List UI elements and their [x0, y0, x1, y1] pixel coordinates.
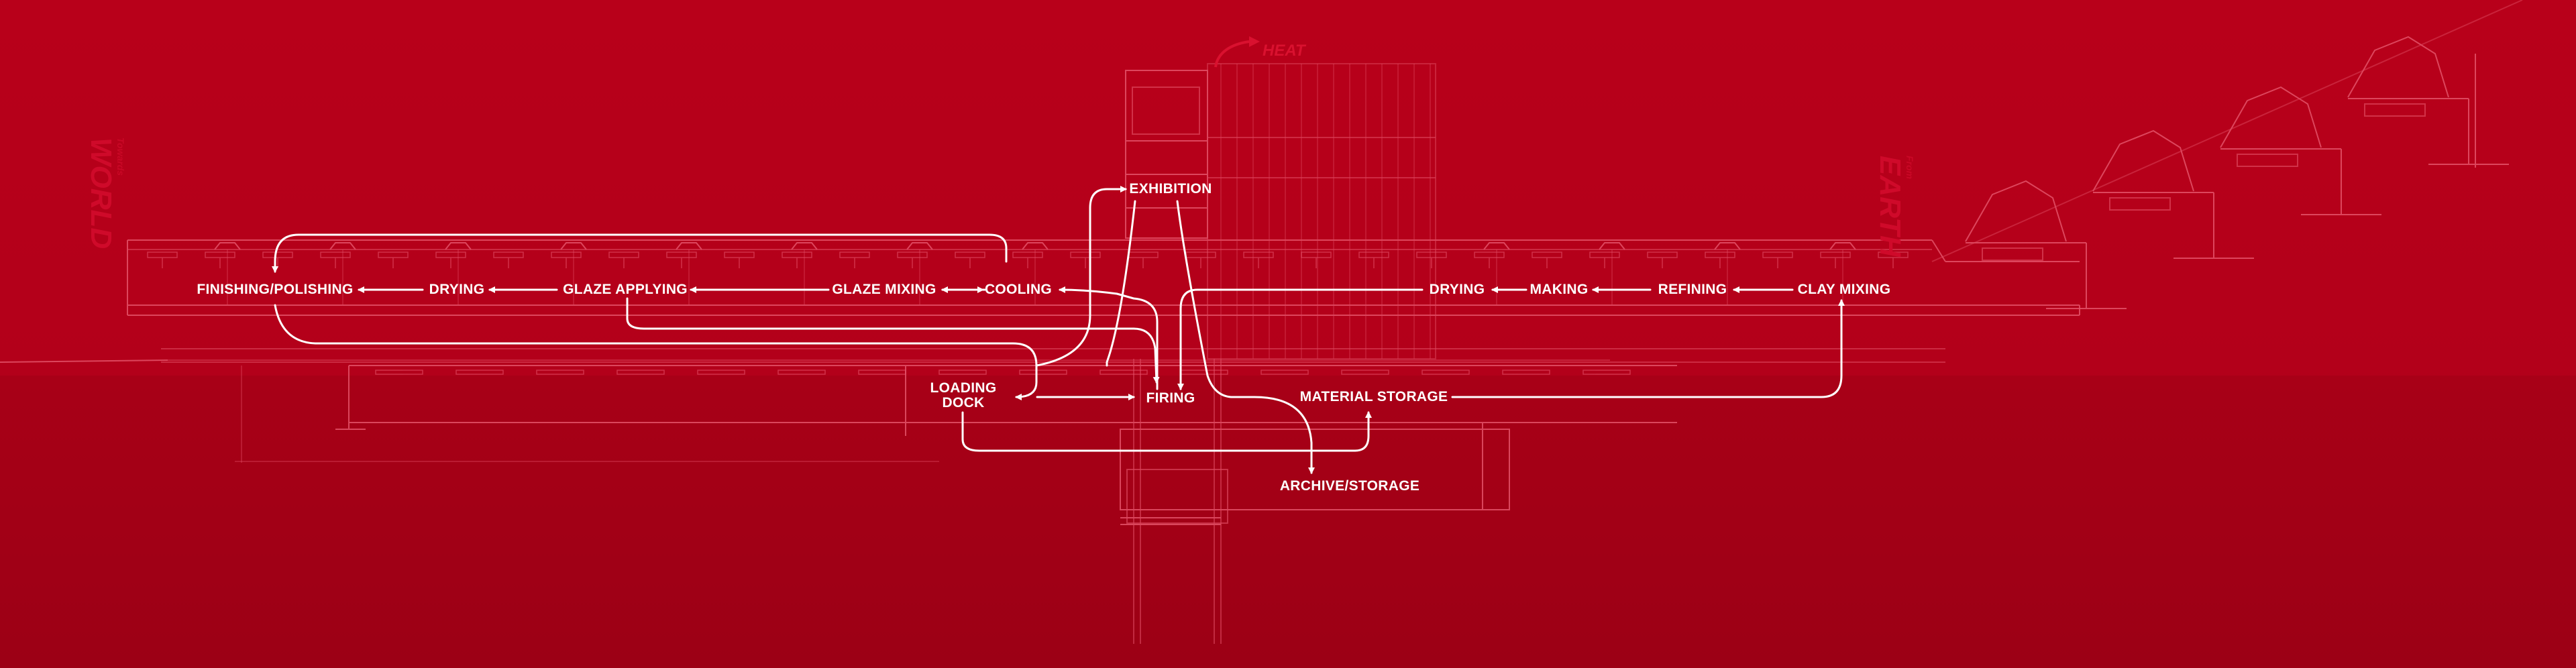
arrow-firing-to-cooling	[1059, 286, 1159, 390]
step-exhibition: EXHIBITION	[1129, 181, 1212, 197]
heat-label: HEAT	[1263, 42, 1305, 60]
from-label: From	[1904, 156, 1915, 179]
earth-label: EARTH	[1874, 156, 1907, 257]
step-drying-right: DRYING	[1429, 282, 1485, 297]
step-clay-mixing: CLAY MIXING	[1797, 282, 1891, 297]
arrow-drying-to-firing	[1177, 288, 1424, 390]
arrow-material-to-clay	[1451, 299, 1845, 398]
towards-label: Towards	[115, 137, 126, 176]
step-material-storage: MATERIAL STORAGE	[1299, 389, 1448, 404]
arrow-finishing-to-loading	[274, 304, 1038, 400]
step-glaze-applying: GLAZE APPLYING	[563, 282, 688, 297]
step-loading-dock: LOADING DOCK	[930, 380, 997, 410]
arrow-loading-to-material	[961, 411, 1372, 452]
arrow-glazeapplying-to-firing	[626, 297, 1160, 384]
step-glaze-mixing: GLAZE MIXING	[832, 282, 936, 297]
towards-world-annotation: Towards WORLD	[85, 137, 126, 249]
step-making: MAKING	[1529, 282, 1589, 297]
ground-plane	[0, 376, 2576, 668]
arrow-exhibition-to-firing-left	[1106, 200, 1136, 367]
step-refining: REFINING	[1658, 282, 1727, 297]
world-label: WORLD	[85, 137, 117, 249]
step-finishing-polishing: FINISHING/POLISHING	[197, 282, 354, 297]
step-firing: FIRING	[1146, 390, 1195, 406]
arrow-to-exhibition	[1035, 186, 1127, 367]
arrow-firing-to-archive	[1233, 396, 1315, 474]
from-earth-annotation: From EARTH	[1874, 156, 1915, 257]
arrow-finishing-loop-top	[272, 233, 1008, 273]
arrow-exhibition-leg-right	[1176, 200, 1242, 398]
step-archive-storage: ARCHIVE/STORAGE	[1279, 478, 1420, 494]
step-drying-left: DRYING	[429, 282, 485, 297]
step-cooling: COOLING	[984, 282, 1053, 297]
